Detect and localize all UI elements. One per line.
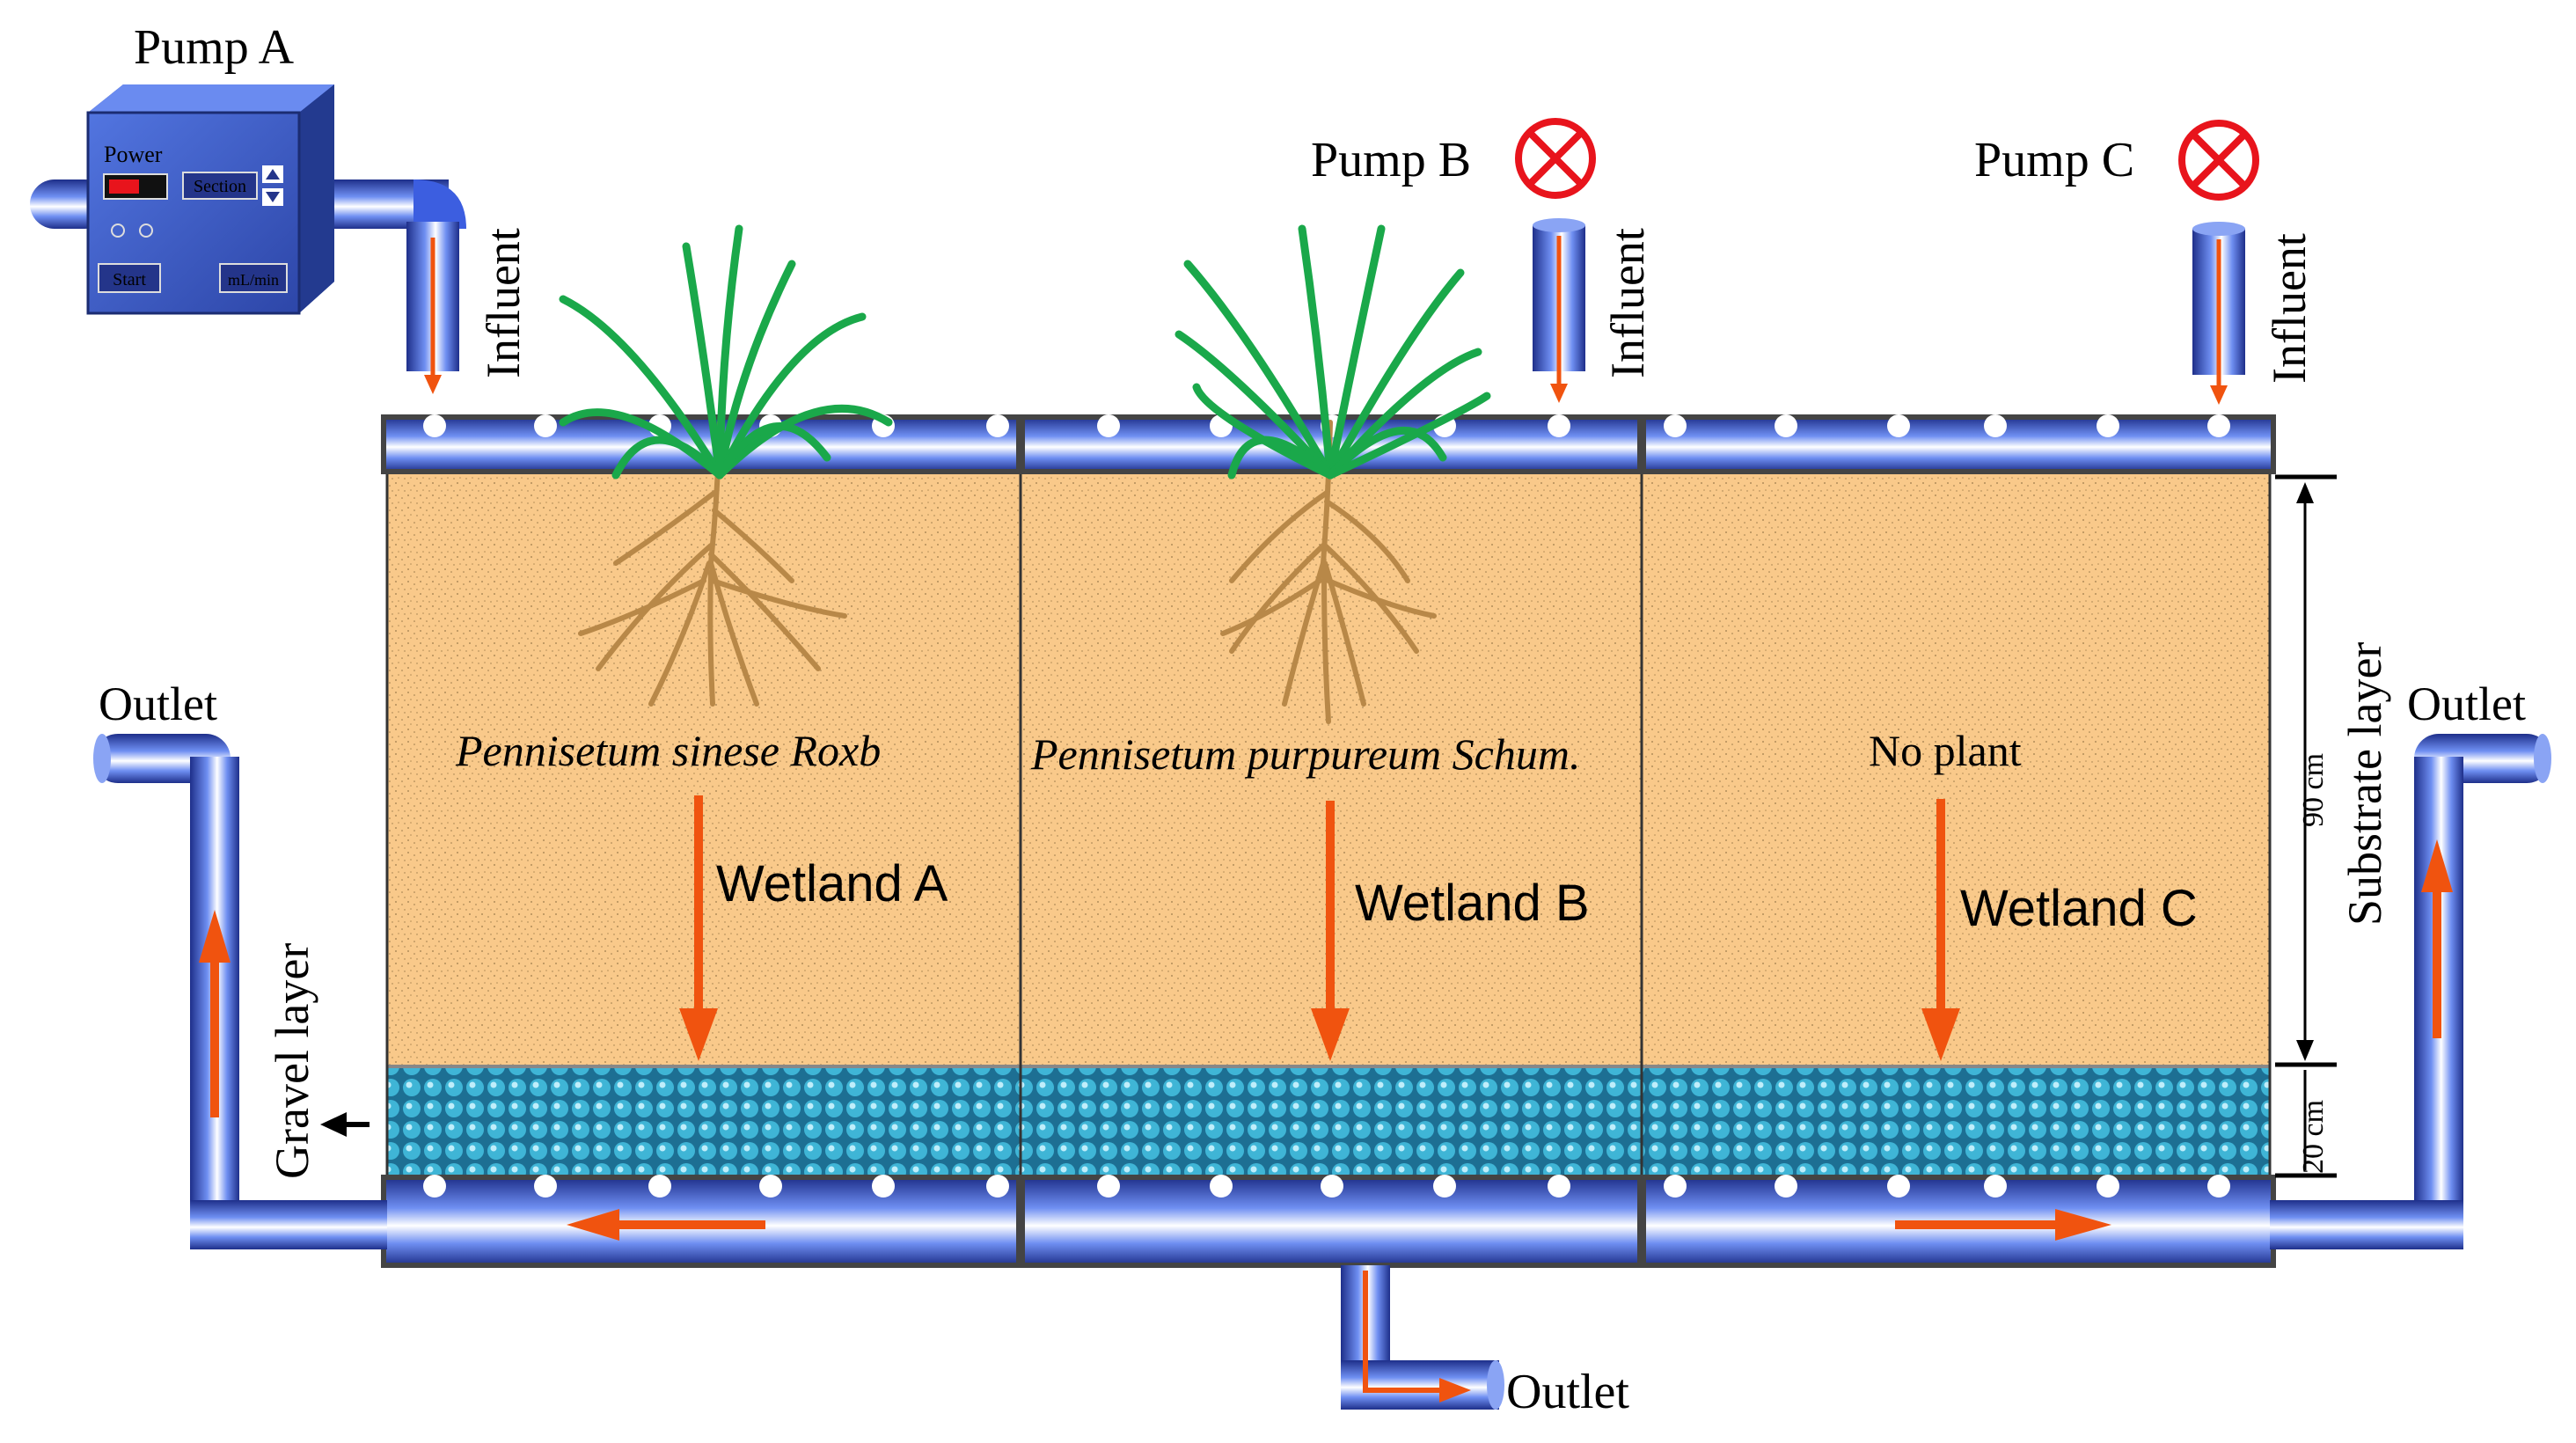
- flow-arrow-influent-a: [424, 375, 442, 394]
- top-pipe-c: [1641, 414, 2276, 474]
- pump-a-indicator-2: [139, 223, 153, 238]
- center-outlet-label: Outlet: [1506, 1365, 1629, 1419]
- dimension-marker: [2275, 474, 2337, 1178]
- influent-b-label: Influent: [1601, 228, 1654, 378]
- pump-a[interactable]: Power Section Start mL/min: [30, 84, 466, 371]
- substrate-depth-label: 90 cm: [2297, 753, 2330, 827]
- root-icon: [578, 420, 847, 707]
- collection-holes-bottom: [423, 1175, 2230, 1198]
- right-outlet-label: Outlet: [2407, 678, 2526, 730]
- left-outlet-label: Outlet: [99, 678, 217, 730]
- root-icon: [1220, 420, 1437, 724]
- arrow-down-icon: [266, 192, 280, 202]
- arrow-left-icon: [320, 1112, 370, 1137]
- plant-pennisetum-purpureum: [1175, 224, 1491, 724]
- arrow-up-icon: [266, 169, 280, 179]
- left-outlet-pipe: [93, 734, 387, 1249]
- plant-pennisetum-sinese: [559, 224, 893, 707]
- wetland-c-name: Wetland C: [1960, 880, 2198, 937]
- flow-arrow-up-right: [2421, 839, 2453, 1038]
- wetland-a-plant: Pennisetum sinese Roxb: [455, 726, 881, 775]
- stop-icon: [2178, 120, 2259, 201]
- bottom-pipe-a: [381, 1175, 1021, 1268]
- flow-arrow-down-b: [1311, 801, 1350, 1061]
- svg-text:Section: Section: [194, 177, 246, 196]
- flow-arrow-influent-c: [2210, 385, 2228, 405]
- gravel-depth-label: 20 cm: [2297, 1100, 2330, 1174]
- flow-arrow-right-c: [1895, 1209, 2111, 1241]
- influent-c-label: Influent: [2263, 233, 2316, 384]
- gravel-layer: [387, 1066, 2270, 1177]
- pump-a-start-button[interactable]: [98, 263, 161, 293]
- wetland-c-plant: No plant: [1869, 726, 2022, 775]
- flow-arrow-left-a: [567, 1209, 765, 1241]
- pump-c-label: Pump C: [1974, 133, 2134, 187]
- flow-arrow-down-c: [1921, 799, 1960, 1061]
- svg-text:Start: Start: [113, 270, 146, 289]
- pump-a-section-button[interactable]: [182, 172, 258, 200]
- flow-arrow-influent-b: [1550, 384, 1568, 403]
- influent-a-label: Influent: [477, 228, 530, 378]
- wetland-b-plant: Pennisetum purpureum Schum.: [1030, 729, 1580, 779]
- flow-arrow-center-outlet: [1363, 1271, 1471, 1403]
- right-outlet-pipe: [2270, 734, 2551, 1249]
- svg-text:mL/min: mL/min: [228, 271, 279, 289]
- gravel-layer-label: Gravel layer: [266, 943, 318, 1179]
- pump-a-unit-button[interactable]: [219, 263, 288, 293]
- flow-arrow-down-a: [679, 795, 718, 1061]
- leaf-icon: [1175, 224, 1491, 480]
- pump-a-power-label: Power: [104, 142, 163, 167]
- pump-a-indicator-1: [111, 223, 125, 238]
- stop-icon: [1515, 118, 1596, 199]
- leaf-icon: [559, 224, 893, 480]
- substrate-layer-label: Substrate layer: [2338, 642, 2391, 926]
- wetland-a-name: Wetland A: [716, 855, 948, 912]
- wetland-b-name: Wetland B: [1355, 875, 1590, 932]
- flow-arrow-up-left: [199, 910, 231, 1117]
- pump-b-label: Pump B: [1311, 133, 1471, 187]
- pump-a-label: Pump A: [134, 20, 295, 75]
